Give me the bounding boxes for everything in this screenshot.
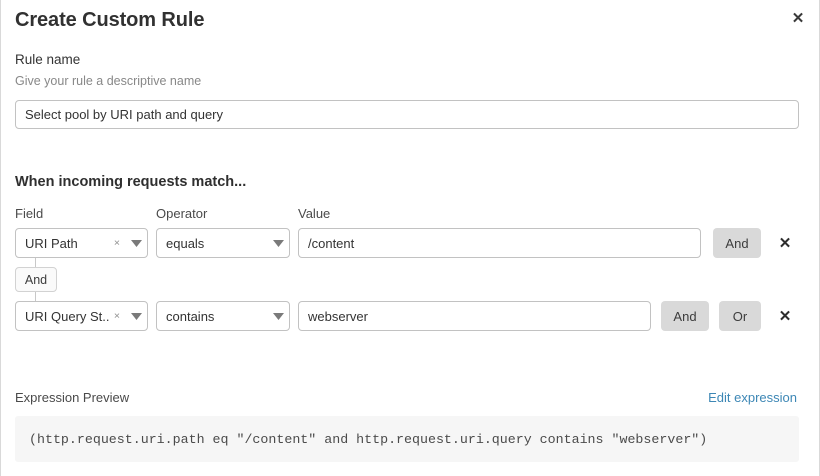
chevron-down-icon[interactable] [125,239,147,247]
expression-preview-label: Expression Preview [15,390,130,405]
chevron-down-icon[interactable] [267,239,289,247]
operator-select-value-1: equals [166,235,205,251]
connector-line-top [35,258,36,268]
remove-condition-icon-1[interactable]: ✕ [771,228,799,258]
rule-name-help-text: Give your rule a descriptive name [15,74,202,88]
expression-preview-box: (http.request.uri.path eq "/content" and… [15,416,799,462]
clear-icon[interactable]: × [113,309,121,322]
operator-select-2[interactable]: contains [156,301,290,331]
condition-row: URI Query St... × contains And Or ✕ [1,301,820,331]
clear-icon[interactable]: × [113,236,121,249]
rule-name-label: Rule name [15,52,81,67]
column-label-operator: Operator [156,206,208,221]
condition-row: URI Path × equals And ✕ [1,228,820,258]
and-button-2[interactable]: And [661,301,709,331]
or-button-2[interactable]: Or [719,301,761,331]
chevron-down-icon[interactable] [267,312,289,320]
close-icon[interactable]: ✕ [785,5,811,31]
value-input-2[interactable] [298,301,651,331]
chevron-down-icon[interactable] [125,312,147,320]
remove-condition-icon-2[interactable]: ✕ [771,301,799,331]
page-title: Create Custom Rule [15,9,205,31]
connector-line-bottom [35,292,36,302]
connector-logic-badge[interactable]: And [15,267,57,292]
value-input-1[interactable] [298,228,701,258]
and-button-1[interactable]: And [713,228,761,258]
expression-preview-code: (http.request.uri.path eq "/content" and… [29,431,708,447]
operator-select-value-2: contains [166,308,215,324]
field-select-2[interactable]: URI Query St... × [15,301,148,331]
column-label-field: Field [15,206,44,221]
match-section-heading: When incoming requests match... [15,174,247,190]
field-select-value-1: URI Path [25,235,78,251]
field-select-1[interactable]: URI Path × [15,228,148,258]
operator-select-1[interactable]: equals [156,228,290,258]
rule-name-input[interactable] [15,100,799,129]
column-label-value: Value [298,206,331,221]
edit-expression-link[interactable]: Edit expression [708,390,797,405]
field-select-value-2: URI Query St... [25,308,109,324]
